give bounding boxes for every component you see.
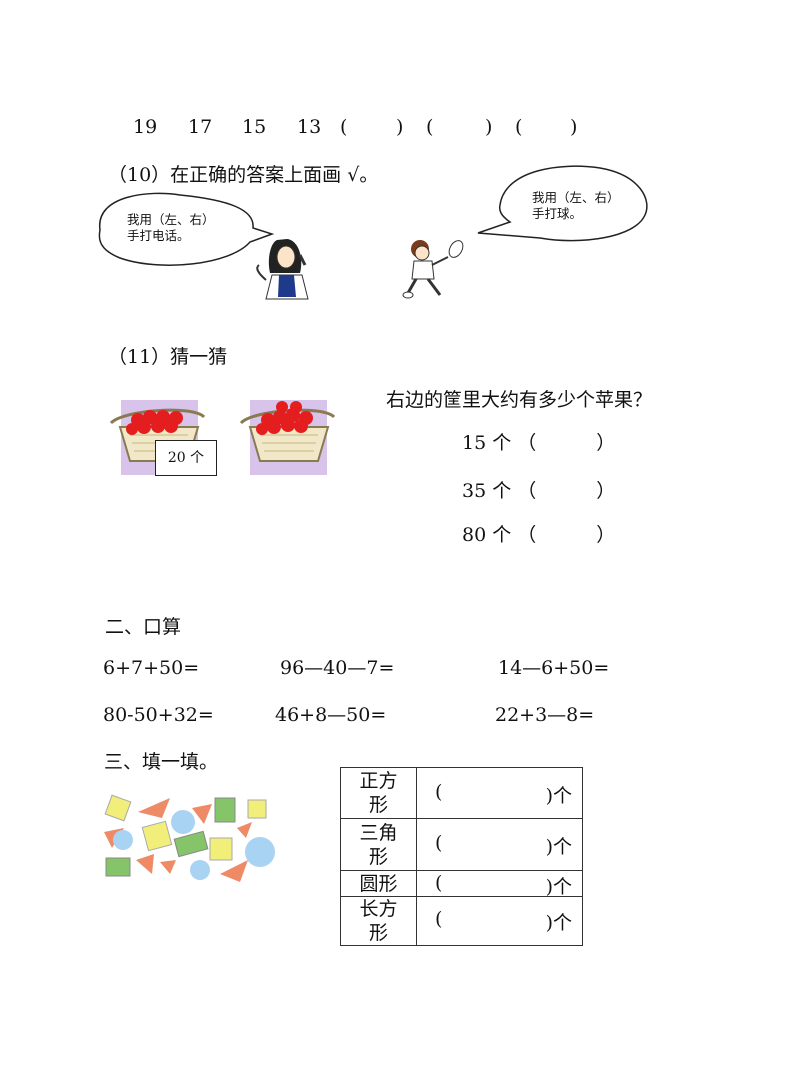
calc-item: 6+7+50= [103, 657, 200, 679]
table-row: 圆形 ()个 [340, 870, 583, 898]
seq-number: 13 [297, 116, 322, 138]
bubble-right-text: 我用（左、右） 手打球。 [532, 190, 620, 221]
shape-name: 三角形 [340, 818, 417, 871]
speech-bubbles [98, 165, 648, 266]
shapes-collage [104, 794, 275, 882]
blank-close: ） [596, 480, 616, 502]
option-row: 15 个（ ） [462, 428, 615, 455]
seq-number: 19 [133, 116, 158, 138]
shape-count-table: 正方形 ()个 三角形 ()个 圆形 ()个 长方形 ()个 [340, 767, 583, 946]
q11-question: 右边的筐里大约有多少个苹果？ [386, 389, 653, 411]
answer-cell[interactable]: ()个 [416, 870, 583, 898]
section2-title: 二、口算 [105, 616, 182, 638]
shape-name: 长方形 [340, 896, 417, 946]
option-value: 80 个 [462, 524, 512, 546]
shape-name: 正方形 [340, 767, 417, 819]
table-row: 三角形 ()个 [340, 818, 583, 871]
answer-cell[interactable]: ()个 [416, 818, 583, 871]
blank-open: （ [517, 480, 537, 502]
blank-open: （ [517, 524, 537, 546]
calc-item: 22+3—8= [495, 704, 595, 726]
option-value: 15 个 [462, 432, 512, 454]
blank-close: ） [596, 524, 616, 546]
boy-racket-illustration [402, 240, 464, 299]
shape-name: 圆形 [340, 870, 417, 897]
blank-close: ) [485, 116, 493, 138]
answer-cell[interactable]: ()个 [416, 896, 583, 946]
calc-item: 80-50+32= [103, 704, 214, 726]
calc-item: 96—40—7= [280, 657, 395, 679]
blank-open: ( [426, 116, 434, 138]
girl-phone-illustration [256, 239, 309, 300]
option-row: 80 个（ ） [462, 520, 615, 547]
table-row: 正方形 ()个 [340, 767, 583, 819]
seq-number: 15 [242, 116, 267, 138]
apple-baskets-illustration [109, 400, 336, 475]
calc-item: 46+8—50= [275, 704, 387, 726]
label-box-20: 20 个 [155, 440, 217, 476]
q11-title: （11）猜一猜 [108, 346, 228, 368]
bubble-left-text: 我用（左、右） 手打电话。 [127, 212, 215, 243]
calc-item: 14—6+50= [498, 657, 610, 679]
blank-open: （ [517, 432, 537, 454]
q10-title: （10）在正确的答案上面画 √。 [108, 164, 379, 186]
section3-title: 三、填一填。 [104, 751, 219, 773]
answer-cell[interactable]: ()个 [416, 767, 583, 819]
number-sequence: 19 17 15 13 ( ) ( ) ( ) [0, 116, 800, 140]
blank-close: ） [596, 432, 616, 454]
blank-close: ) [570, 116, 578, 138]
option-value: 35 个 [462, 480, 512, 502]
seq-number: 17 [188, 116, 213, 138]
blank-open: ( [340, 116, 348, 138]
table-row: 长方形 ()个 [340, 896, 583, 946]
blank-close: ) [396, 116, 404, 138]
blank-open: ( [515, 116, 523, 138]
option-row: 35 个（ ） [462, 476, 615, 503]
